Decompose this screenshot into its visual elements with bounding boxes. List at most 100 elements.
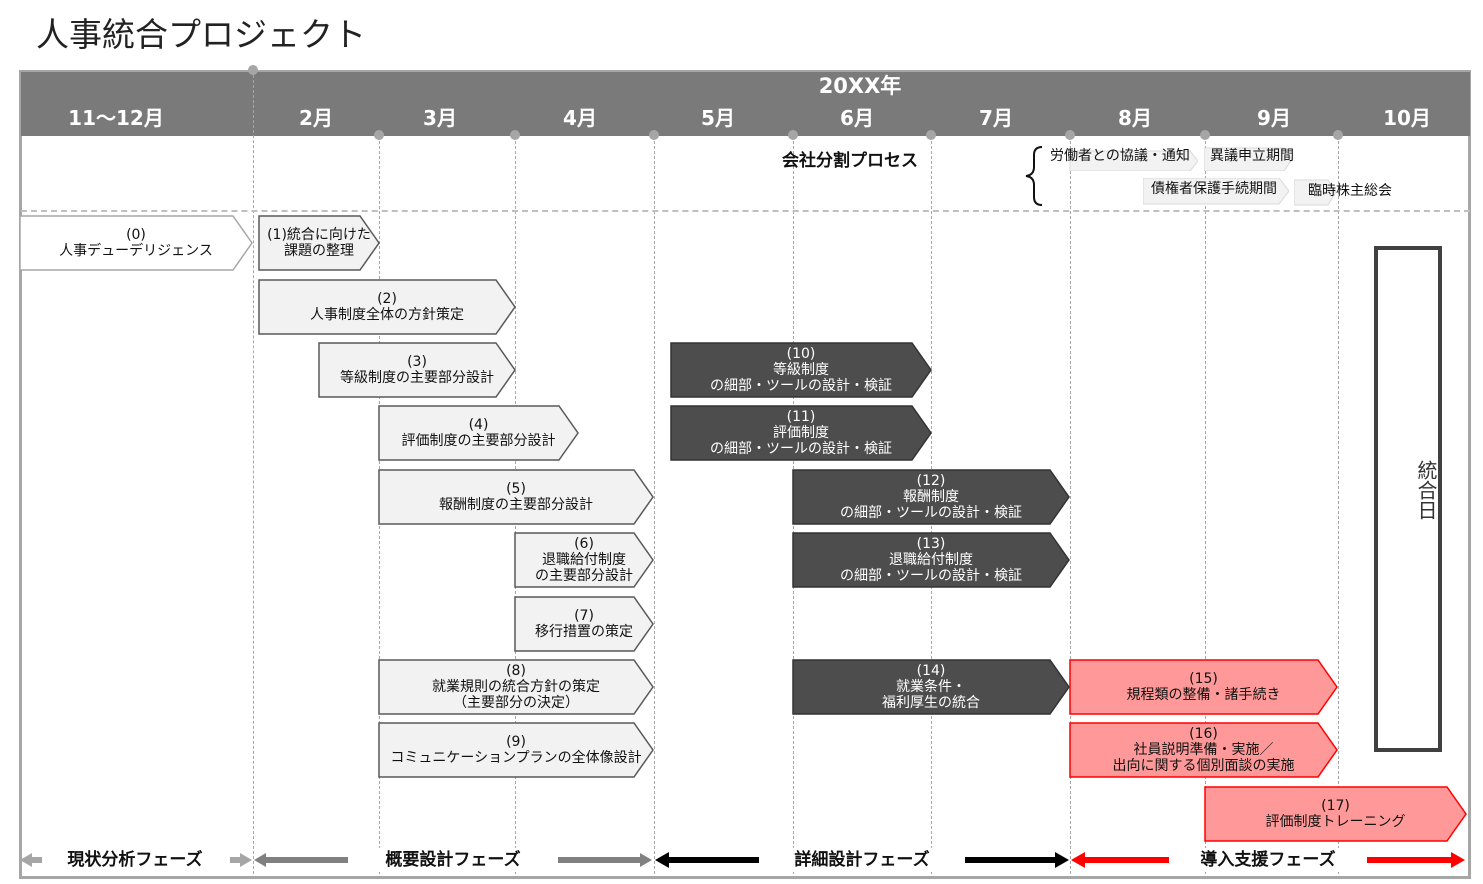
- task-bar-9: (9)コミュニケーションプランの全体像設計: [378, 722, 654, 778]
- process-item-label: 債権者保護手続期間: [1151, 181, 1277, 197]
- phase-label: 詳細設計フェーズ: [774, 848, 950, 872]
- task-bar-4: (4)評価制度の主要部分設計: [378, 405, 579, 461]
- task-label: 等級制度の主要部分設計: [340, 370, 494, 386]
- task-label: コミュニケーションプランの全体像設計: [390, 750, 642, 766]
- process-item: 労働者との協議・通知: [1050, 145, 1198, 171]
- task-bar-11: (11)評価制度 の細部・ツールの設計・検証: [670, 405, 932, 461]
- task-id: (8): [506, 663, 526, 679]
- timeline-dot: [248, 65, 258, 75]
- task-bar-12: (12)報酬制度 の細部・ツールの設計・検証: [792, 469, 1070, 525]
- phase-arrow-gray: [254, 853, 652, 867]
- task-id: (12): [916, 473, 946, 489]
- month-label: 4月: [563, 106, 597, 130]
- task-bar-5: (5)報酬制度の主要部分設計: [378, 469, 654, 525]
- month-label: 11〜12月: [68, 106, 164, 130]
- month-label: 8月: [1118, 106, 1152, 130]
- task-label: 評価制度トレーニング: [1265, 814, 1406, 830]
- task-label: 退職給付制度 の主要部分設計: [535, 552, 633, 584]
- task-id: (16): [1189, 726, 1218, 742]
- task-label: 規程類の整備・諸手続き: [1126, 687, 1281, 703]
- task-bar-3: (3)等級制度の主要部分設計: [318, 342, 516, 398]
- timeline-dot: [1200, 130, 1210, 140]
- task-label: 報酬制度の主要部分設計: [439, 497, 593, 513]
- task-id: (0): [126, 227, 146, 243]
- task-bar-13: (13)退職給付制度 の細部・ツールの設計・検証: [792, 532, 1070, 588]
- task-label: 評価制度 の細部・ツールの設計・検証: [710, 425, 892, 457]
- grid-line: [1070, 136, 1071, 874]
- task-label: 就業条件・ 福利厚生の統合: [882, 679, 980, 711]
- process-item-label: 異議申立期間: [1210, 148, 1294, 164]
- task-id: (15): [1189, 671, 1218, 687]
- task-label: 就業規則の統合方針の策定 （主要部分の決定）: [432, 679, 600, 711]
- task-label: 移行措置の策定: [535, 624, 633, 640]
- task-bar-6: (6)退職給付制度 の主要部分設計: [514, 532, 654, 588]
- page-title: 人事統合プロジェクト: [36, 15, 366, 54]
- chart-frame: [19, 70, 1471, 879]
- timeline-header: [21, 72, 1470, 136]
- month-label: 2月: [299, 106, 333, 130]
- timeline-dot: [1333, 130, 1343, 140]
- divider-line: [21, 210, 1470, 212]
- task-label: 評価制度の主要部分設計: [401, 433, 556, 449]
- task-bar-8: (8)就業規則の統合方針の策定 （主要部分の決定）: [378, 659, 654, 715]
- process-item: 債権者保護手続期間: [1143, 178, 1289, 205]
- task-bar-1: (1)統合に向けた 課題の整理: [258, 215, 380, 271]
- grid-line: [1205, 136, 1206, 874]
- process-title: 会社分割プロセス: [782, 151, 918, 171]
- task-id: (11): [786, 409, 816, 425]
- timeline-dot: [1065, 130, 1075, 140]
- task-bar-17: (17)評価制度トレーニング: [1204, 786, 1467, 842]
- task-label: 人事デューデリジェンス: [59, 243, 213, 259]
- task-bar-0: (0)人事デューデリジェンス: [19, 215, 253, 271]
- task-label: 等級制度 の細部・ツールの設計・検証: [710, 362, 892, 394]
- task-label: 社員説明準備・実施／ 出向に関する個別面談の実施: [1112, 742, 1295, 774]
- process-item: 異議申立期間: [1204, 145, 1304, 171]
- task-id: (3): [407, 354, 427, 370]
- brace-icon: [1025, 146, 1043, 206]
- task-id: (17): [1321, 798, 1350, 814]
- timeline-dot: [649, 130, 659, 140]
- task-bar-2: (2)人事制度全体の方針策定: [258, 279, 516, 335]
- phase-label: 導入支援フェーズ: [1180, 848, 1356, 872]
- task-label: 報酬制度 の細部・ツールの設計・検証: [840, 489, 1022, 521]
- month-label: 5月: [701, 106, 735, 130]
- task-label: 退職給付制度 の細部・ツールの設計・検証: [840, 552, 1022, 584]
- phase-arrow-red: [1071, 852, 1465, 868]
- timeline-dot: [510, 130, 520, 140]
- task-id: (5): [506, 481, 526, 497]
- task-id: (4): [468, 417, 489, 433]
- task-bar-16: (16)社員説明準備・実施／ 出向に関する個別面談の実施: [1069, 722, 1338, 778]
- grid-line: [654, 136, 655, 874]
- task-id: (9): [506, 734, 526, 750]
- task-label: 統合に向けた 課題の整理: [284, 227, 371, 259]
- integration-day-label: 統合日: [1414, 460, 1438, 520]
- task-id: (1): [267, 227, 287, 243]
- task-id: (14): [916, 663, 946, 679]
- grid-line: [253, 70, 254, 874]
- task-bar-7: (7)移行措置の策定: [514, 596, 654, 652]
- month-label: 6月: [840, 106, 874, 130]
- timeline-dot: [788, 130, 798, 140]
- phase-label: 現状分析フェーズ: [50, 848, 220, 872]
- task-bar-10: (10)等級制度 の細部・ツールの設計・検証: [670, 342, 932, 398]
- integration-day-box: 統合日: [1374, 246, 1442, 752]
- task-bar-15: (15)規程類の整備・諸手続き: [1069, 659, 1338, 715]
- timeline-dot: [374, 130, 384, 140]
- process-item: 臨時株主総会: [1294, 178, 1404, 206]
- process-item-label: 臨時株主総会: [1308, 183, 1392, 199]
- task-id: (7): [574, 608, 594, 624]
- phase-arrow-black: [655, 852, 1069, 868]
- task-id: (6): [574, 536, 594, 552]
- month-label: 3月: [423, 106, 457, 130]
- phase-label: 概要設計フェーズ: [365, 848, 541, 872]
- timeline-dot: [926, 130, 936, 140]
- task-id: (13): [916, 536, 946, 552]
- task-id: (2): [377, 291, 397, 307]
- phase-arrow-gray: [20, 853, 252, 867]
- month-label: 7月: [979, 106, 1013, 130]
- task-bar-14: (14)就業条件・ 福利厚生の統合: [792, 659, 1070, 715]
- month-label: 9月: [1257, 106, 1291, 130]
- year-label: 20XX年: [818, 74, 902, 98]
- task-id: (10): [786, 346, 816, 362]
- grid-line: [1338, 136, 1339, 874]
